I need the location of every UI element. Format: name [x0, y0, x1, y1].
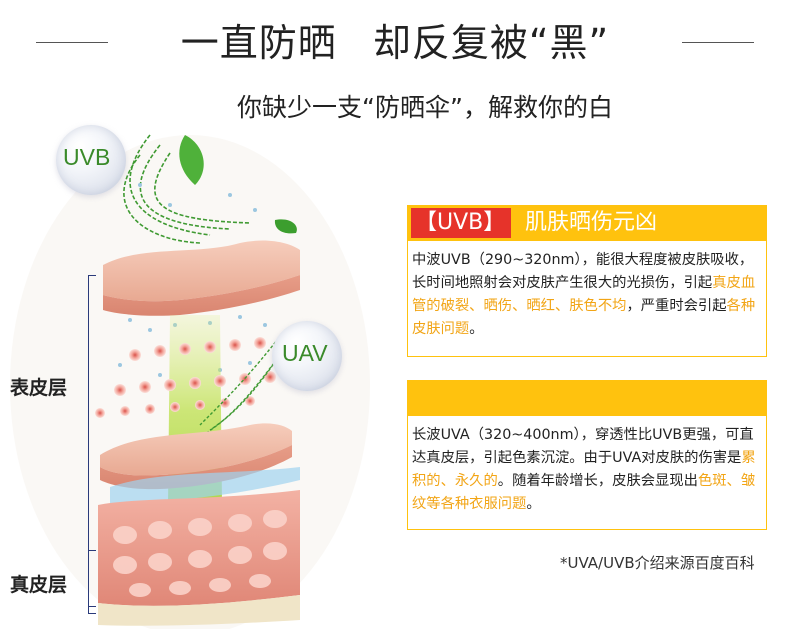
uvb-panel-body: 中波UVB（290~320nm），能很大程度被皮肤吸收，长时间地照射会对皮肤产生… — [407, 241, 767, 357]
middle-skin-side — [100, 445, 292, 490]
middle-skin-slab — [100, 423, 292, 476]
uvb-panel-header: 【UVB】 肌肤晒伤元凶 — [407, 205, 767, 241]
epidermis-label: 表皮层 — [10, 377, 68, 399]
uva-highlight-1: 累积的、永久的 — [412, 450, 756, 489]
skin-diagram — [10, 134, 370, 629]
leaf-small — [274, 219, 297, 234]
title-part-2: 却反复被“黑” — [372, 21, 610, 65]
dermis-bracket — [88, 550, 96, 614]
uav-line-3 — [194, 354, 281, 441]
dermis-label: 真皮层 — [10, 574, 68, 596]
top-skin-side — [103, 275, 300, 316]
uva-highlight-2: 色斑、皱纹等各种衣服问题 — [412, 473, 756, 512]
title-part-1: 一直防晒 — [180, 21, 337, 65]
uva-text-3: 。 — [526, 496, 541, 512]
dermis-cells — [113, 510, 287, 597]
swirl-line-1 — [129, 134, 211, 236]
blue-membrane — [110, 467, 300, 503]
uav-bubble — [272, 321, 342, 391]
page-subtitle: 你缺少一支“防晒伞”，解救你的白 — [237, 93, 613, 122]
uvb-text-1: 中波UVB（290~320nm），能很大程度被皮肤吸收，长时间地照射会对皮肤产生… — [412, 252, 754, 291]
uvb-highlight-1: 真皮血管的破裂、晒伤、晒红、肤色不均 — [412, 275, 756, 314]
uvb-highlight-2: 各种皮肤问题 — [412, 298, 756, 337]
epidermis-cells — [95, 337, 276, 418]
uvb-bubble — [56, 125, 126, 195]
swirl-line-2 — [139, 144, 231, 230]
uva-panel-body: 长波UVA（320~400nm），穿透性比UVB更强，可直达真皮层，引起色素沉淀… — [407, 416, 767, 530]
uvb-bubble-label: UVB — [63, 144, 111, 170]
uvb-swirl — [123, 134, 251, 244]
uvb-text-2: ，严重时会引起 — [626, 298, 727, 314]
uva-panel-header — [407, 380, 767, 416]
title-rule-left — [36, 42, 108, 43]
title-rule-right — [682, 42, 754, 43]
uva-text-1: 长波UVA（320~400nm），穿透性比UVB更强，可直达真皮层，引起色素沉淀… — [412, 427, 754, 466]
uvb-tag: 【UVB】 — [411, 208, 512, 238]
top-skin-slab — [103, 240, 300, 302]
uav-bubble-label: UAV — [282, 340, 328, 366]
uvb-heading: 肌肤晒伤元凶 — [525, 210, 658, 235]
skin-layers-illustration: UVB UAV 表皮层 真皮层 — [0, 125, 400, 629]
source-footnote: *UVA/UVB介绍来源百度百科 — [560, 554, 755, 572]
swirl-line-4 — [123, 154, 201, 244]
page-title: 一直防晒却反复被“黑” — [0, 12, 790, 67]
uvb-text-3: 。 — [469, 321, 484, 337]
leaf-large — [179, 135, 204, 185]
epidermis-bracket — [88, 275, 96, 607]
fat-layer — [98, 595, 300, 626]
uva-text-2: 。随着年龄增长，皮肤会显现出 — [497, 473, 698, 489]
swirl-line-3 — [154, 152, 251, 224]
